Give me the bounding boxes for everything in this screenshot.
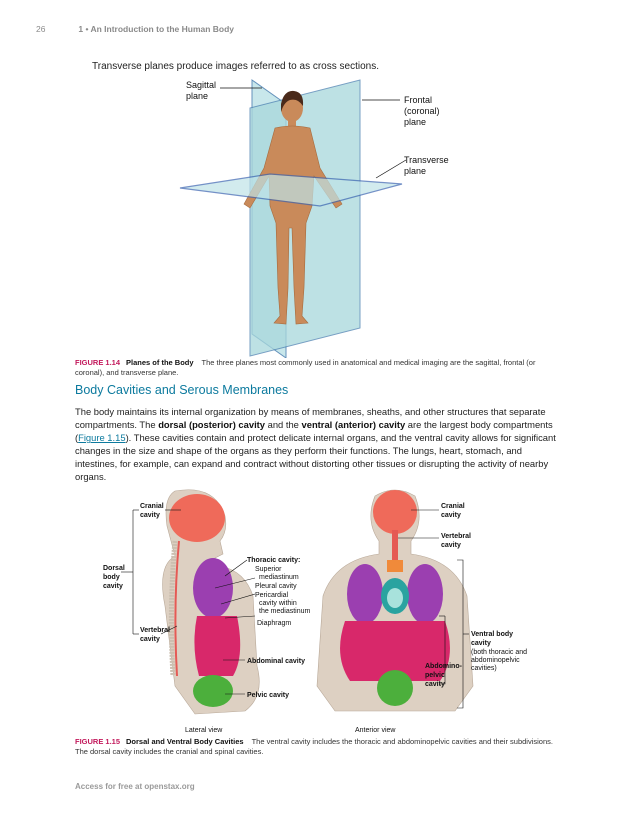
label-ventral-2: cavity xyxy=(471,640,491,647)
body-cavities-figure: Cranial cavity Dorsal body cavity Verteb… xyxy=(103,489,527,734)
label-pericardial: Pericardial xyxy=(255,592,289,599)
leader-lines xyxy=(121,509,469,709)
label-anterior-view: Anterior view xyxy=(355,727,396,734)
anterior-view-figure xyxy=(316,489,474,712)
label-frontal-3: plane xyxy=(404,117,426,127)
label-pelvic: Pelvic cavity xyxy=(247,692,289,699)
figure-1-15-caption: FIGURE 1.15 Dorsal and Ventral Body Cavit… xyxy=(75,737,555,757)
label-vertebral-anterior-2: cavity xyxy=(441,542,461,549)
label-vertebral-anterior: Vertebral xyxy=(441,533,471,540)
label-diaphragm: Diaphragm xyxy=(257,620,291,627)
label-transverse-2: plane xyxy=(404,166,426,176)
label-sagittal-2: plane xyxy=(186,91,208,101)
running-header: 26 1 • An Introduction to the Human Body xyxy=(36,24,234,34)
label-dorsal-3: cavity xyxy=(103,583,123,590)
paragraph-text: ). These cavities contain and protect de… xyxy=(75,432,556,483)
label-sagittal: Sagittal xyxy=(186,80,216,90)
chapter-title: 1 • An Introduction to the Human Body xyxy=(78,24,235,34)
label-pleural: Pleural cavity xyxy=(255,583,297,590)
label-frontal: Frontal xyxy=(404,95,432,105)
label-transverse: Transverse xyxy=(404,155,449,165)
caption-text: The ventral cavity includes the thoracic… xyxy=(75,737,553,756)
label-cranial-lateral-2: cavity xyxy=(140,512,160,519)
caption-number: FIGURE 1.14 xyxy=(75,358,121,367)
intro-sentence: Transverse planes produce images referre… xyxy=(92,61,379,72)
caption-number: FIGURE 1.15 xyxy=(75,737,121,746)
label-ventral-3: (both thoracic and xyxy=(471,649,527,656)
label-cranial-lateral: Cranial xyxy=(140,503,164,510)
caption-text: The three planes most commonly used in a… xyxy=(75,358,536,377)
term-dorsal-cavity: dorsal (posterior) cavity xyxy=(158,419,266,431)
label-ventral-4: abdominopelvic xyxy=(471,657,520,664)
label-vertebral-lateral-2: cavity xyxy=(140,636,160,643)
lateral-view-figure xyxy=(162,489,260,715)
label-pericardial-2: cavity within xyxy=(259,600,297,607)
figure-link[interactable]: Figure 1.15 xyxy=(78,432,126,444)
caption-title: Planes of the Body xyxy=(126,358,194,367)
label-ventral: Ventral body xyxy=(471,631,513,638)
page-number: 26 xyxy=(36,24,46,34)
label-abdominopelvic: Abdomino- xyxy=(425,663,463,670)
label-abdominopelvic-2: pelvic xyxy=(425,672,445,679)
label-lateral-view: Lateral view xyxy=(185,727,223,734)
label-superior-2: mediastinum xyxy=(259,574,299,581)
label-abdominal: Abdominal cavity xyxy=(247,658,305,665)
label-abdominopelvic-3: cavity xyxy=(425,681,445,688)
label-ventral-5: cavities) xyxy=(471,665,497,672)
label-cranial-anterior: Cranial xyxy=(441,503,465,510)
label-superior: Superior xyxy=(255,566,282,573)
paragraph-text: are the largest body compartments ( xyxy=(75,419,553,444)
planes-of-body-figure: Sagittal plane Frontal (coronal) plane T… xyxy=(179,79,449,358)
paragraph-text: and the xyxy=(265,419,302,431)
transverse-plane xyxy=(179,173,403,207)
body-paragraph: The body maintains its internal organiza… xyxy=(75,405,560,484)
label-vertebral-lateral: Vertebral xyxy=(140,627,170,634)
caption-title: Dorsal and Ventral Body Cavities xyxy=(126,737,244,746)
label-thoracic: Thoracic cavity: xyxy=(247,557,300,564)
label-dorsal-2: body xyxy=(103,574,120,581)
label-pericardial-3: the mediastinum xyxy=(259,608,311,615)
paragraph-text: The body maintains its internal organiza… xyxy=(75,406,546,431)
term-ventral-cavity: ventral (anterior) cavity xyxy=(301,419,406,431)
label-dorsal: Dorsal xyxy=(103,565,125,572)
section-heading: Body Cavities and Serous Membranes xyxy=(75,383,289,397)
page-footer: Access for free at openstax.org xyxy=(75,782,195,791)
label-frontal-2: (coronal) xyxy=(404,106,440,116)
label-cranial-anterior-2: cavity xyxy=(441,512,461,519)
